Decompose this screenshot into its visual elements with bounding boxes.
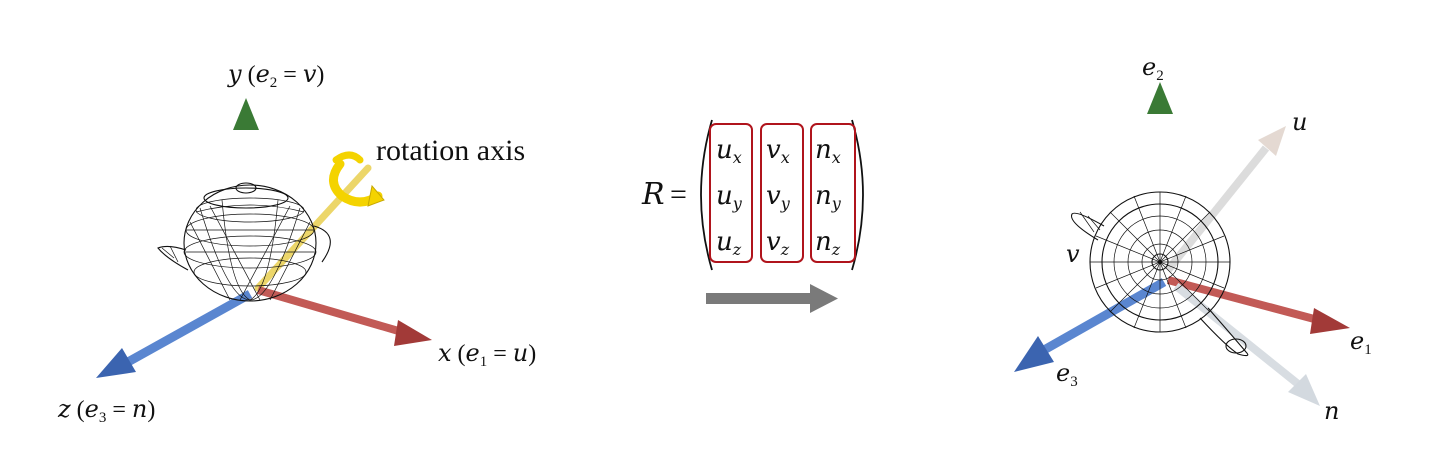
left-y-arrowhead — [233, 98, 259, 130]
right-u-arrowhead — [1258, 126, 1286, 156]
matrix-cell: ux — [716, 135, 742, 167]
transition-arrow — [706, 284, 838, 313]
right-v-label: v — [1066, 240, 1080, 268]
left-x-axis — [256, 286, 404, 336]
rotation-axis-label: rotation axis — [376, 134, 525, 167]
matrix-left-paren — [700, 119, 713, 271]
left-y-label: y (e2 = v) — [227, 60, 324, 91]
matrix-cell: ny — [815, 181, 842, 213]
matrix-cell: vx — [766, 135, 790, 167]
matrix-right-paren — [851, 119, 864, 271]
right-e3-axis — [1041, 278, 1167, 354]
right-n-arrowhead — [1288, 374, 1320, 406]
right-frame: e2 u v e1 e3 n — [1014, 53, 1372, 425]
left-z-axis — [125, 290, 253, 366]
right-e2-label: e2 — [1142, 53, 1164, 84]
right-u-label: u — [1292, 108, 1307, 136]
right-u-axis — [1164, 145, 1270, 273]
matrix-cell: nx — [815, 135, 841, 167]
left-z-label: z (e3 = n) — [57, 395, 155, 426]
matrix-equals: = — [670, 178, 687, 211]
matrix-column-box-1 — [709, 123, 753, 263]
right-n-axis — [1173, 282, 1301, 388]
matrix-cell: uz — [716, 227, 742, 259]
right-e1-label: e1 — [1350, 327, 1372, 358]
right-e3-label: e3 — [1056, 359, 1078, 390]
matrix-cell: nz — [815, 227, 841, 259]
right-e2-arrowhead — [1147, 82, 1173, 114]
right-n-label: n — [1324, 397, 1339, 425]
matrix-cell: vy — [766, 181, 791, 213]
matrix-cell: vz — [766, 227, 790, 259]
matrix-column-box-3 — [810, 123, 856, 263]
right-e1-arrowhead — [1310, 308, 1350, 334]
left-x-label: x (e1 = u) — [438, 339, 536, 370]
matrix-name: R — [641, 177, 665, 212]
left-z-arrowhead — [96, 348, 136, 378]
left-frame: y (e2 = v) rotation axis x (e1 = u) z (e… — [57, 60, 536, 426]
right-teapot — [1070, 191, 1249, 357]
right-e1-axis — [1166, 276, 1320, 324]
matrix-cell: uy — [716, 181, 743, 213]
rotation-arrow-icon — [329, 151, 385, 207]
matrix-column-box-2 — [760, 123, 804, 263]
matrix-cells: ux uy uz vx vy vz nx ny nz — [716, 135, 842, 259]
left-teapot — [157, 182, 331, 302]
left-x-arrowhead — [394, 320, 432, 346]
right-e3-arrowhead — [1014, 336, 1054, 372]
rotation-matrix: R = ux uy uz vx vy vz nx ny nz — [641, 119, 864, 313]
rotation-axis-rod — [254, 164, 372, 292]
